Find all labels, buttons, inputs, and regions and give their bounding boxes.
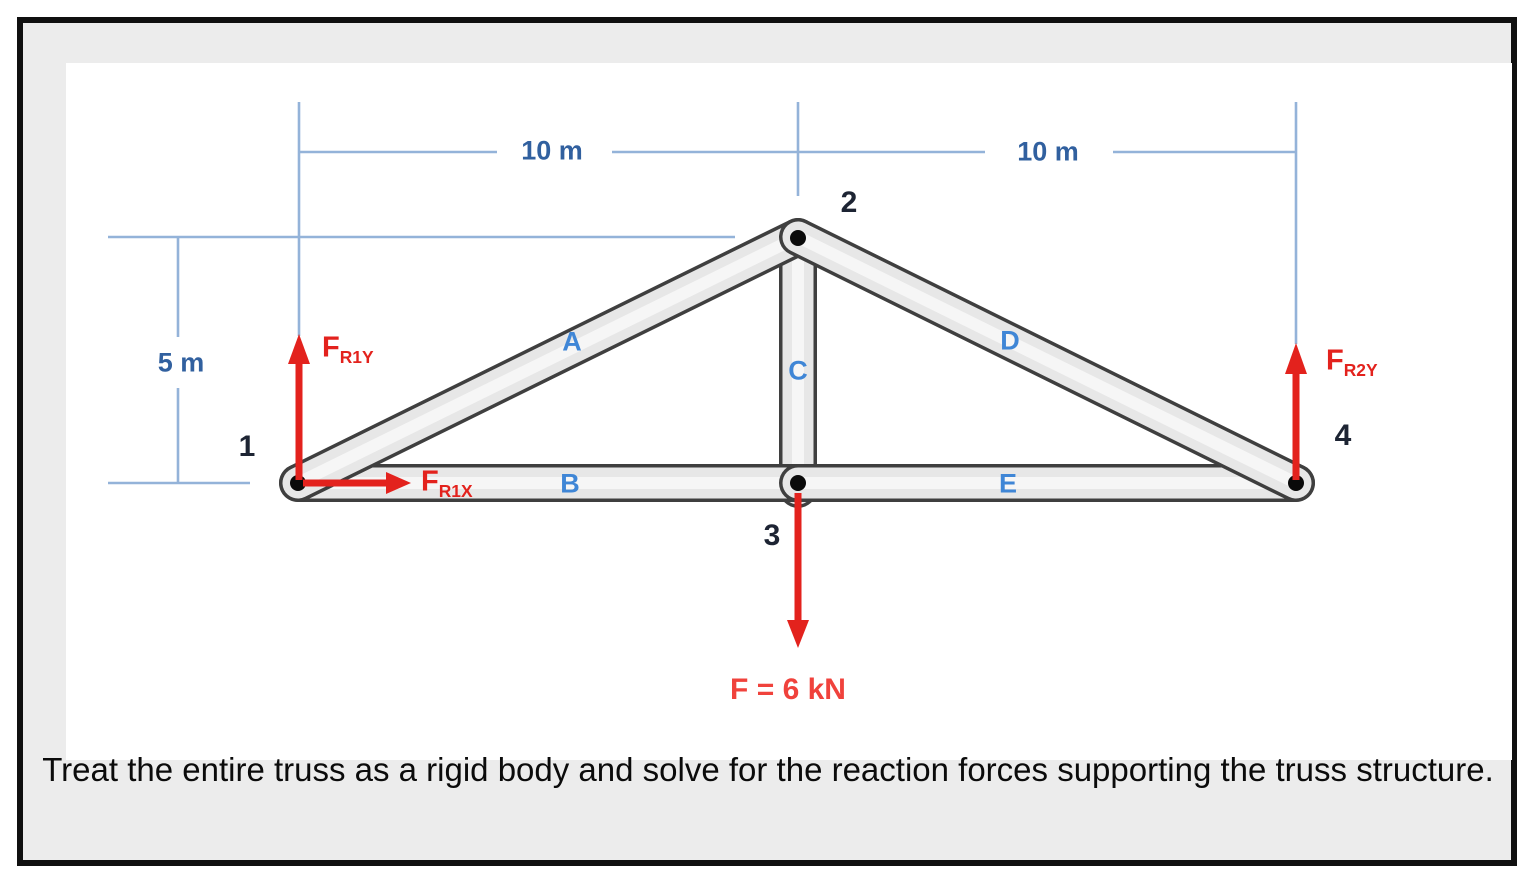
force-label-r2y-sub: R2Y	[1343, 360, 1378, 381]
joint-label-2: 2	[840, 186, 858, 219]
applied-force-arrow	[787, 493, 809, 648]
force-r1y-arrow	[288, 334, 310, 480]
member-label-a: A	[562, 326, 582, 357]
figure-frame	[17, 17, 1517, 866]
member-label-c: C	[788, 355, 808, 386]
dimension-lines	[108, 102, 1298, 485]
joint-4-pin	[1288, 475, 1304, 491]
force-label-r1y: FR1Y	[322, 333, 374, 366]
member-label-b: B	[560, 468, 580, 499]
force-label-r2y: FR2Y	[1326, 346, 1378, 379]
member-label-e: E	[998, 468, 1018, 499]
joint-label-4: 4	[1334, 419, 1352, 452]
force-arrows	[288, 334, 1307, 648]
joint-pins	[290, 230, 1304, 491]
force-label-r1y-main: F	[322, 331, 340, 364]
member-d-bar	[779, 218, 1315, 502]
force-label-r1x-main: F	[421, 465, 439, 498]
joint-2-pin	[790, 230, 806, 246]
dim-label-top-left: 10 m	[521, 135, 583, 166]
force-label-r1x: FR1X	[421, 467, 473, 500]
force-r2y-arrow	[1285, 343, 1307, 480]
member-a-bar	[279, 218, 817, 502]
caption-text: Treat the entire truss as a rigid body a…	[42, 751, 1494, 788]
joint-label-3: 3	[763, 519, 781, 552]
force-r1x-arrow	[303, 472, 411, 494]
force-label-r1y-sub: R1Y	[339, 347, 374, 368]
joint-3-pin	[790, 475, 806, 491]
force-label-r2y-main: F	[1326, 344, 1344, 377]
applied-force-label: F = 6 kN	[730, 673, 846, 706]
force-label-r1x-sub: R1X	[438, 481, 473, 502]
dim-label-height: 5 m	[157, 347, 205, 378]
dim-label-top-right: 10 m	[1017, 136, 1079, 167]
member-label-d: D	[1000, 325, 1020, 356]
joint-label-1: 1	[238, 430, 256, 463]
